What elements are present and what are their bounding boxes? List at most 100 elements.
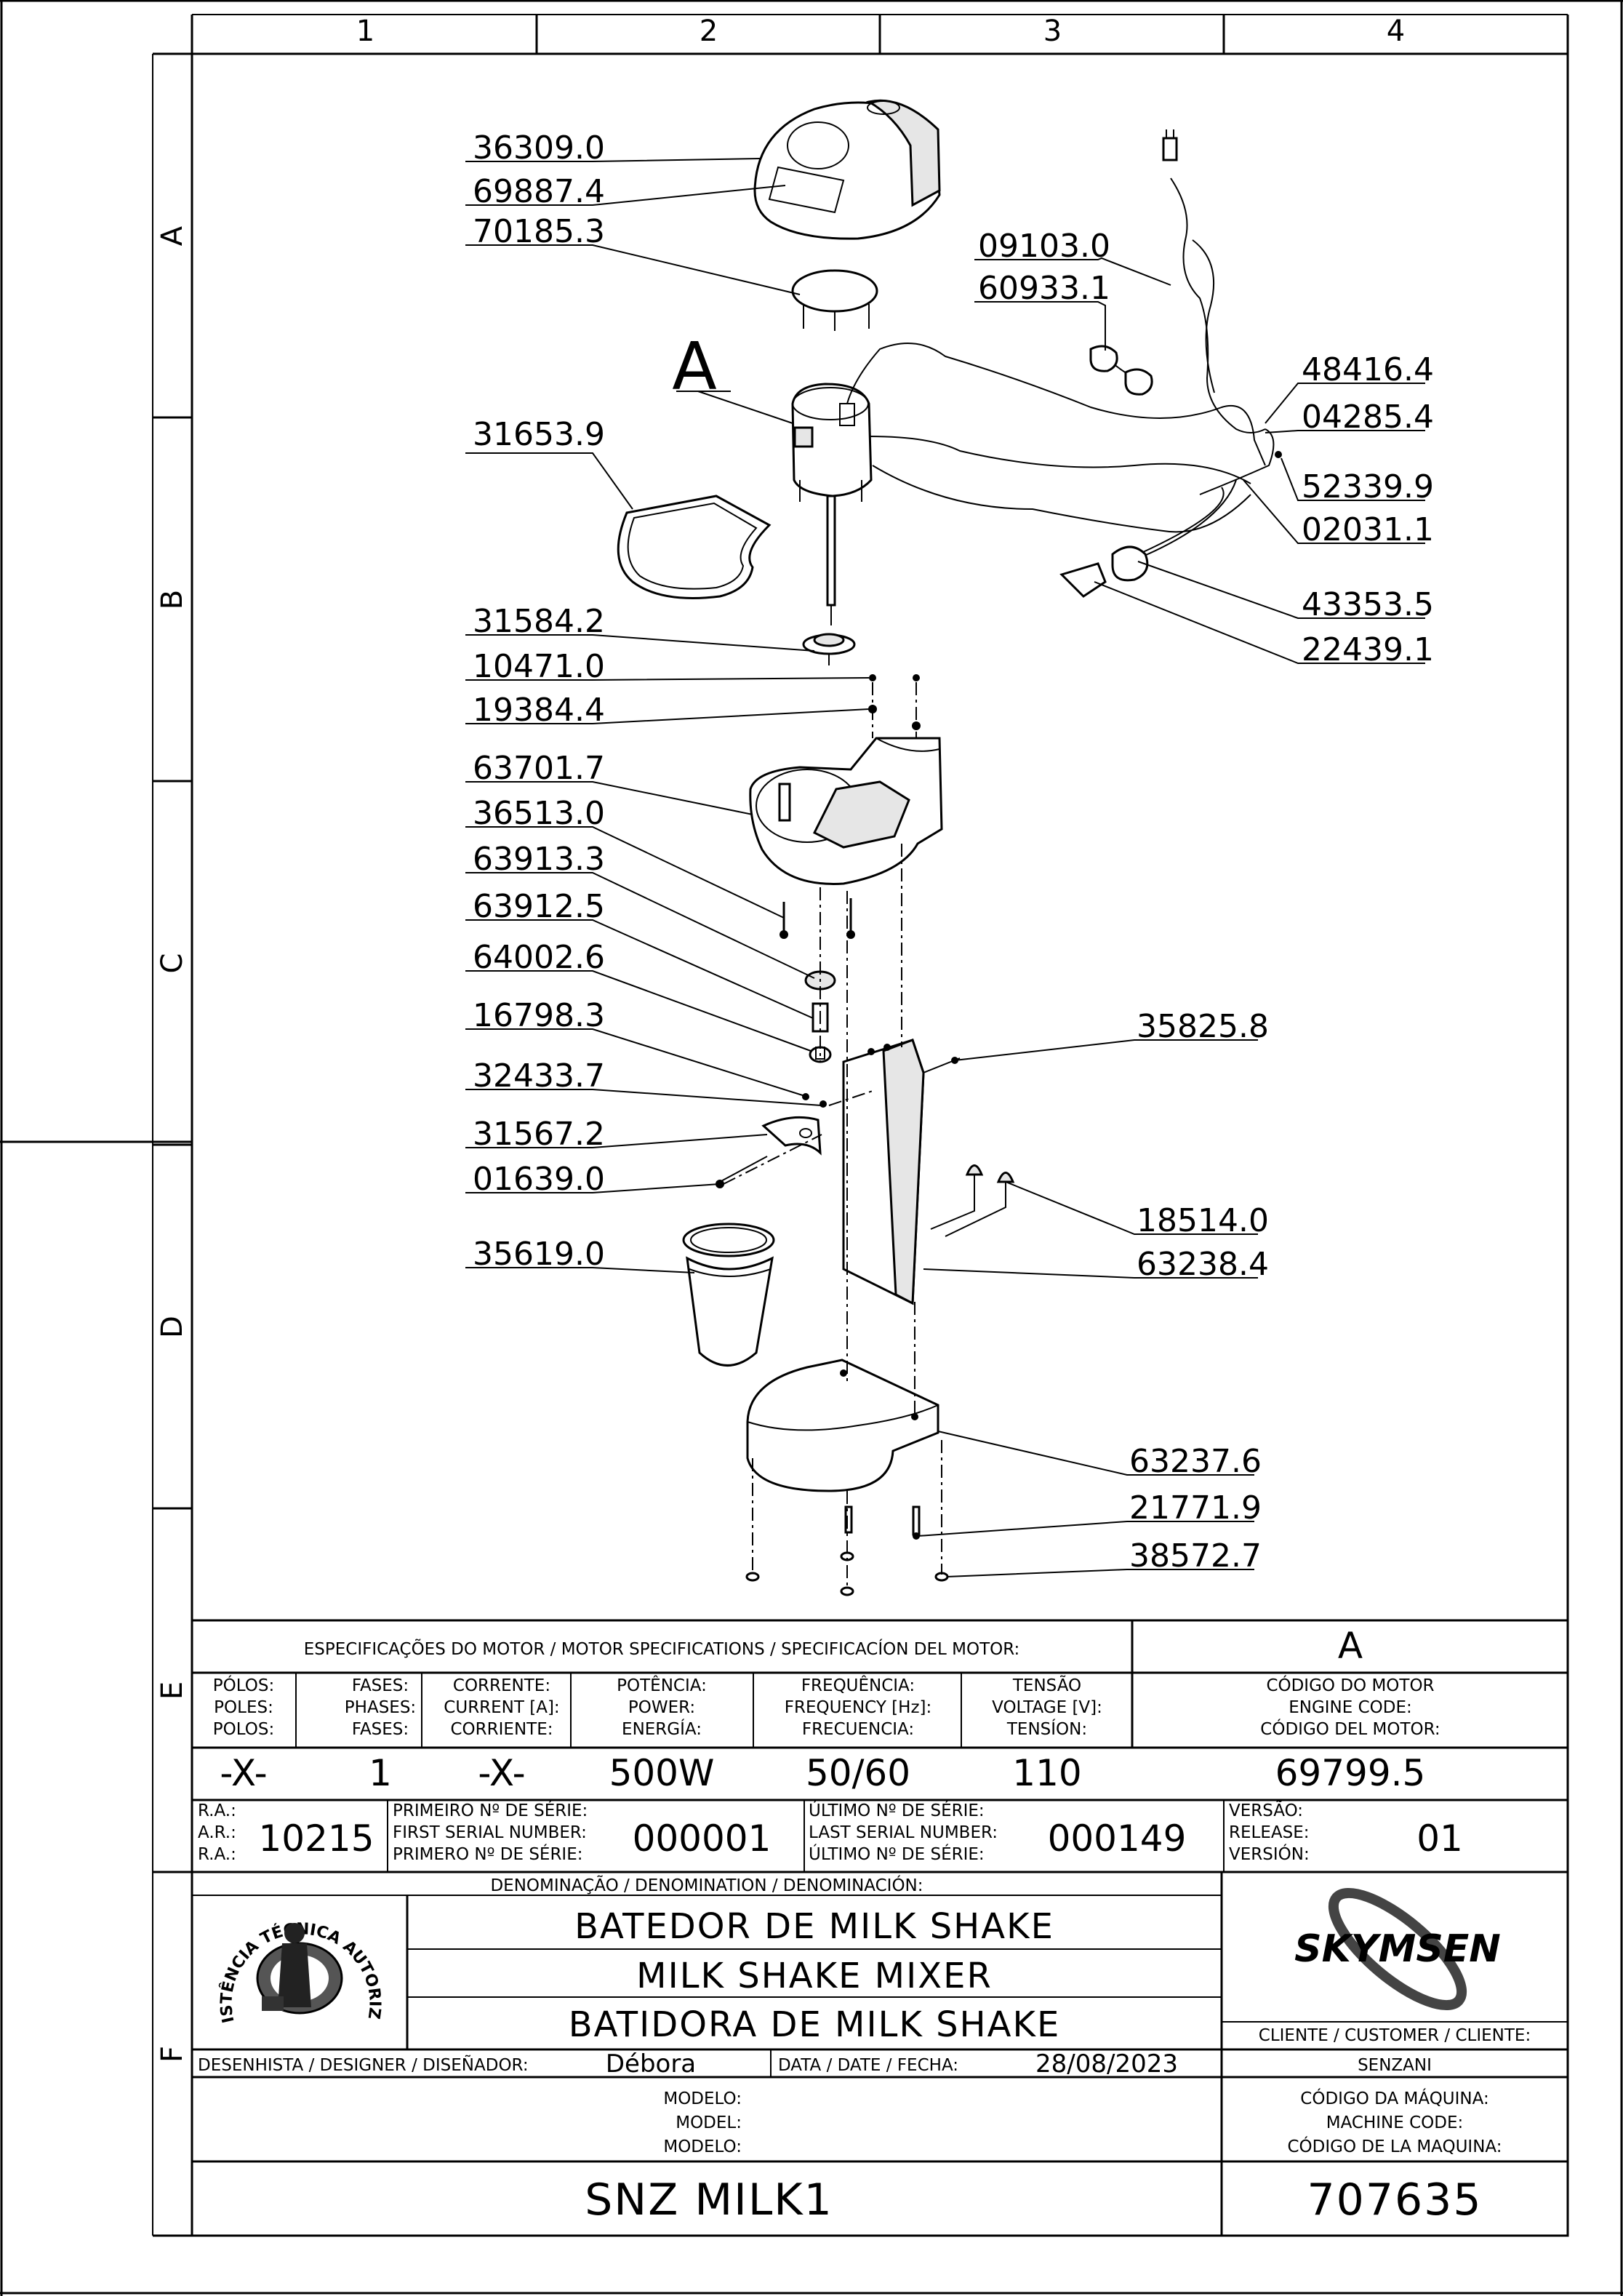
label-cover: 36309.0 [473,129,605,167]
svg-text:MODELO:: MODELO: [663,2089,742,2108]
label-washer1: 10471.0 [473,648,605,685]
motor-part [791,383,873,625]
date-label: DATA / DATE / FECHA: [778,2056,958,2075]
housing-screws [780,898,855,939]
date-value: 28/08/2023 [1035,2049,1178,2079]
svg-text:CORRENTE:: CORRENTE: [453,1676,550,1695]
designer-value: Débora [606,2049,696,2079]
svg-text:MACHINE CODE:: MACHINE CODE: [1326,2113,1464,2132]
label-power-cord: 09103.0 [978,228,1110,265]
svg-text:CÓDIGO DE LA MAQUINA:: CÓDIGO DE LA MAQUINA: [1287,2136,1502,2156]
label-cap: 70185.3 [473,213,605,250]
svg-text:RELEASE:: RELEASE: [1229,1823,1309,1842]
specs-header: ESPECIFICAÇÕES DO MOTOR / MOTOR SPECIFIC… [304,1638,1020,1659]
svg-text:ÚLTIMO Nº DE SÉRIE:: ÚLTIMO Nº DE SÉRIE: [809,1844,985,1864]
row-label-e: E [156,1681,189,1700]
svg-text:TENSÃO: TENSÃO [1012,1675,1081,1695]
leader-lines [465,158,1425,1577]
svg-text:CÓDIGO DEL MOTOR:: CÓDIGO DEL MOTOR: [1260,1719,1440,1739]
brand-logo: SKYMSEN [1294,1887,1501,2011]
label-gasket: 31653.9 [473,416,605,453]
client-label: CLIENTE / CUSTOMER / CLIENTE: [1259,2026,1531,2045]
label-base-screw: 21771.9 [1129,1489,1262,1527]
svg-text:POTÊNCIA:: POTÊNCIA: [617,1675,707,1695]
spec-value-current: -X- [478,1752,525,1794]
label-nut-actuator: 16798.3 [473,997,605,1034]
label-foot-caps: 18514.0 [1137,1202,1269,1239]
svg-text:MODELO:: MODELO: [663,2137,742,2156]
ra-value: 10215 [258,1817,374,1860]
svg-text:POLOS:: POLOS: [213,1720,274,1739]
assembly-lines [723,682,942,1589]
label-cup-holder: 31567.2 [473,1116,605,1153]
column-labels: 1 2 3 4 [356,15,1405,48]
gasket-part [617,495,772,599]
specs-ref-letter: A [1338,1625,1363,1667]
label-strain-relief: 43353.5 [1302,586,1434,623]
svg-text:ÚLTIMO Nº DE SÉRIE:: ÚLTIMO Nº DE SÉRIE: [809,1800,985,1820]
svg-text:VOLTAGE [V]:: VOLTAGE [V]: [992,1698,1102,1717]
svg-text:PRIMERO Nº DE SÉRIE:: PRIMERO Nº DE SÉRIE: [393,1844,583,1864]
svg-text:LAST SERIAL NUMBER:: LAST SERIAL NUMBER: [809,1823,998,1842]
svg-text:PRIMEIRO Nº DE SÉRIE:: PRIMEIRO Nº DE SÉRIE: [393,1800,588,1820]
spec-value-phases: 1 [369,1752,392,1794]
label-w4: 02031.1 [1302,511,1434,548]
machine-code-labels: CÓDIGO DA MÁQUINA: MACHINE CODE: CÓDIGO … [1287,2088,1502,2156]
base-part [746,1359,939,1492]
row-label-a: A [156,225,189,246]
label-bushing: 63912.5 [473,888,605,925]
cover-part [753,99,941,240]
label-w1: 48416.4 [1302,351,1434,388]
cup-part [682,1223,775,1367]
svg-text:R.A.:: R.A.: [198,1845,236,1864]
first-serial-value: 000001 [633,1817,772,1860]
denomination-header: DENOMINAÇÃO / DENOMINATION / DENOMINACIÓ… [490,1875,923,1895]
label-base: 63237.6 [1129,1443,1262,1480]
label-base-foot: 38572.7 [1129,1537,1262,1575]
denomination-es: BATIDORA DE MILK SHAKE [569,2004,1061,2045]
last-serial-value: 000149 [1048,1817,1187,1860]
svg-text:VERSÃO:: VERSÃO: [1229,1800,1303,1820]
spec-col-voltage: TENSÃO VOLTAGE [V]: TENSÍON: [992,1675,1102,1739]
first-serial-labels: PRIMEIRO Nº DE SÉRIE: FIRST SERIAL NUMBE… [393,1800,588,1864]
spec-col-engine-code: CÓDIGO DO MOTOR ENGINE CODE: CÓDIGO DEL … [1260,1675,1440,1739]
svg-text:ENGINE CODE:: ENGINE CODE: [1289,1698,1412,1717]
label-w3: 52339.9 [1302,468,1434,505]
spec-value-poles: -X- [220,1752,267,1794]
label-w2: 04285.4 [1302,399,1434,436]
column-label-1: 1 [356,15,375,48]
column-part [842,1039,961,1305]
detail-marker-a: A [672,329,717,405]
last-serial-labels: ÚLTIMO Nº DE SÉRIE: LAST SERIAL NUMBER: … [809,1800,998,1864]
svg-text:R.A.:: R.A.: [198,1801,236,1820]
version-value: 01 [1416,1817,1463,1860]
model-labels: MODELO: MODEL: MODELO: [663,2089,742,2156]
label-spring: 63913.3 [473,841,605,878]
svg-text:MODEL:: MODEL: [676,2113,742,2132]
spec-col-phases: FASES: PHASES: FASES: [345,1676,416,1739]
column-label-3: 3 [1043,15,1062,48]
part-labels: 36309.0 69887.4 70185.3 09103.0 60933.1 … [473,129,1434,1575]
spec-col-current: CORRENTE: CURRENT [A]: CORRIENTE: [444,1676,559,1739]
svg-text:CÓDIGO DA MÁQUINA:: CÓDIGO DA MÁQUINA: [1300,2088,1488,2108]
client-value: SENZANI [1358,2056,1432,2075]
svg-text:CÓDIGO DO MOTOR: CÓDIGO DO MOTOR [1266,1675,1434,1695]
label-washer2: 19384.4 [473,692,605,729]
base-feet [745,1505,949,1596]
agitator-disc-part [802,633,856,665]
svg-text:VERSIÓN:: VERSIÓN: [1229,1844,1310,1864]
label-grommet: 22439.1 [1302,631,1434,668]
label-column-screw: 35825.8 [1137,1008,1269,1045]
spec-value-frequency: 50/60 [806,1752,910,1794]
foot-bracket-part [930,1164,1015,1237]
cap-part [791,269,878,331]
label-screw-holder: 01639.0 [473,1161,605,1198]
svg-text:PHASES:: PHASES: [345,1698,416,1717]
svg-text:FREQUÊNCIA:: FREQUÊNCIA: [801,1675,915,1695]
spec-value-voltage: 110 [1012,1752,1081,1794]
svg-text:PÓLOS:: PÓLOS: [213,1675,274,1695]
row-label-d: D [156,1315,189,1338]
label-switch-actuator: 64002.6 [473,939,605,976]
svg-text:A.R.:: A.R.: [198,1823,236,1842]
